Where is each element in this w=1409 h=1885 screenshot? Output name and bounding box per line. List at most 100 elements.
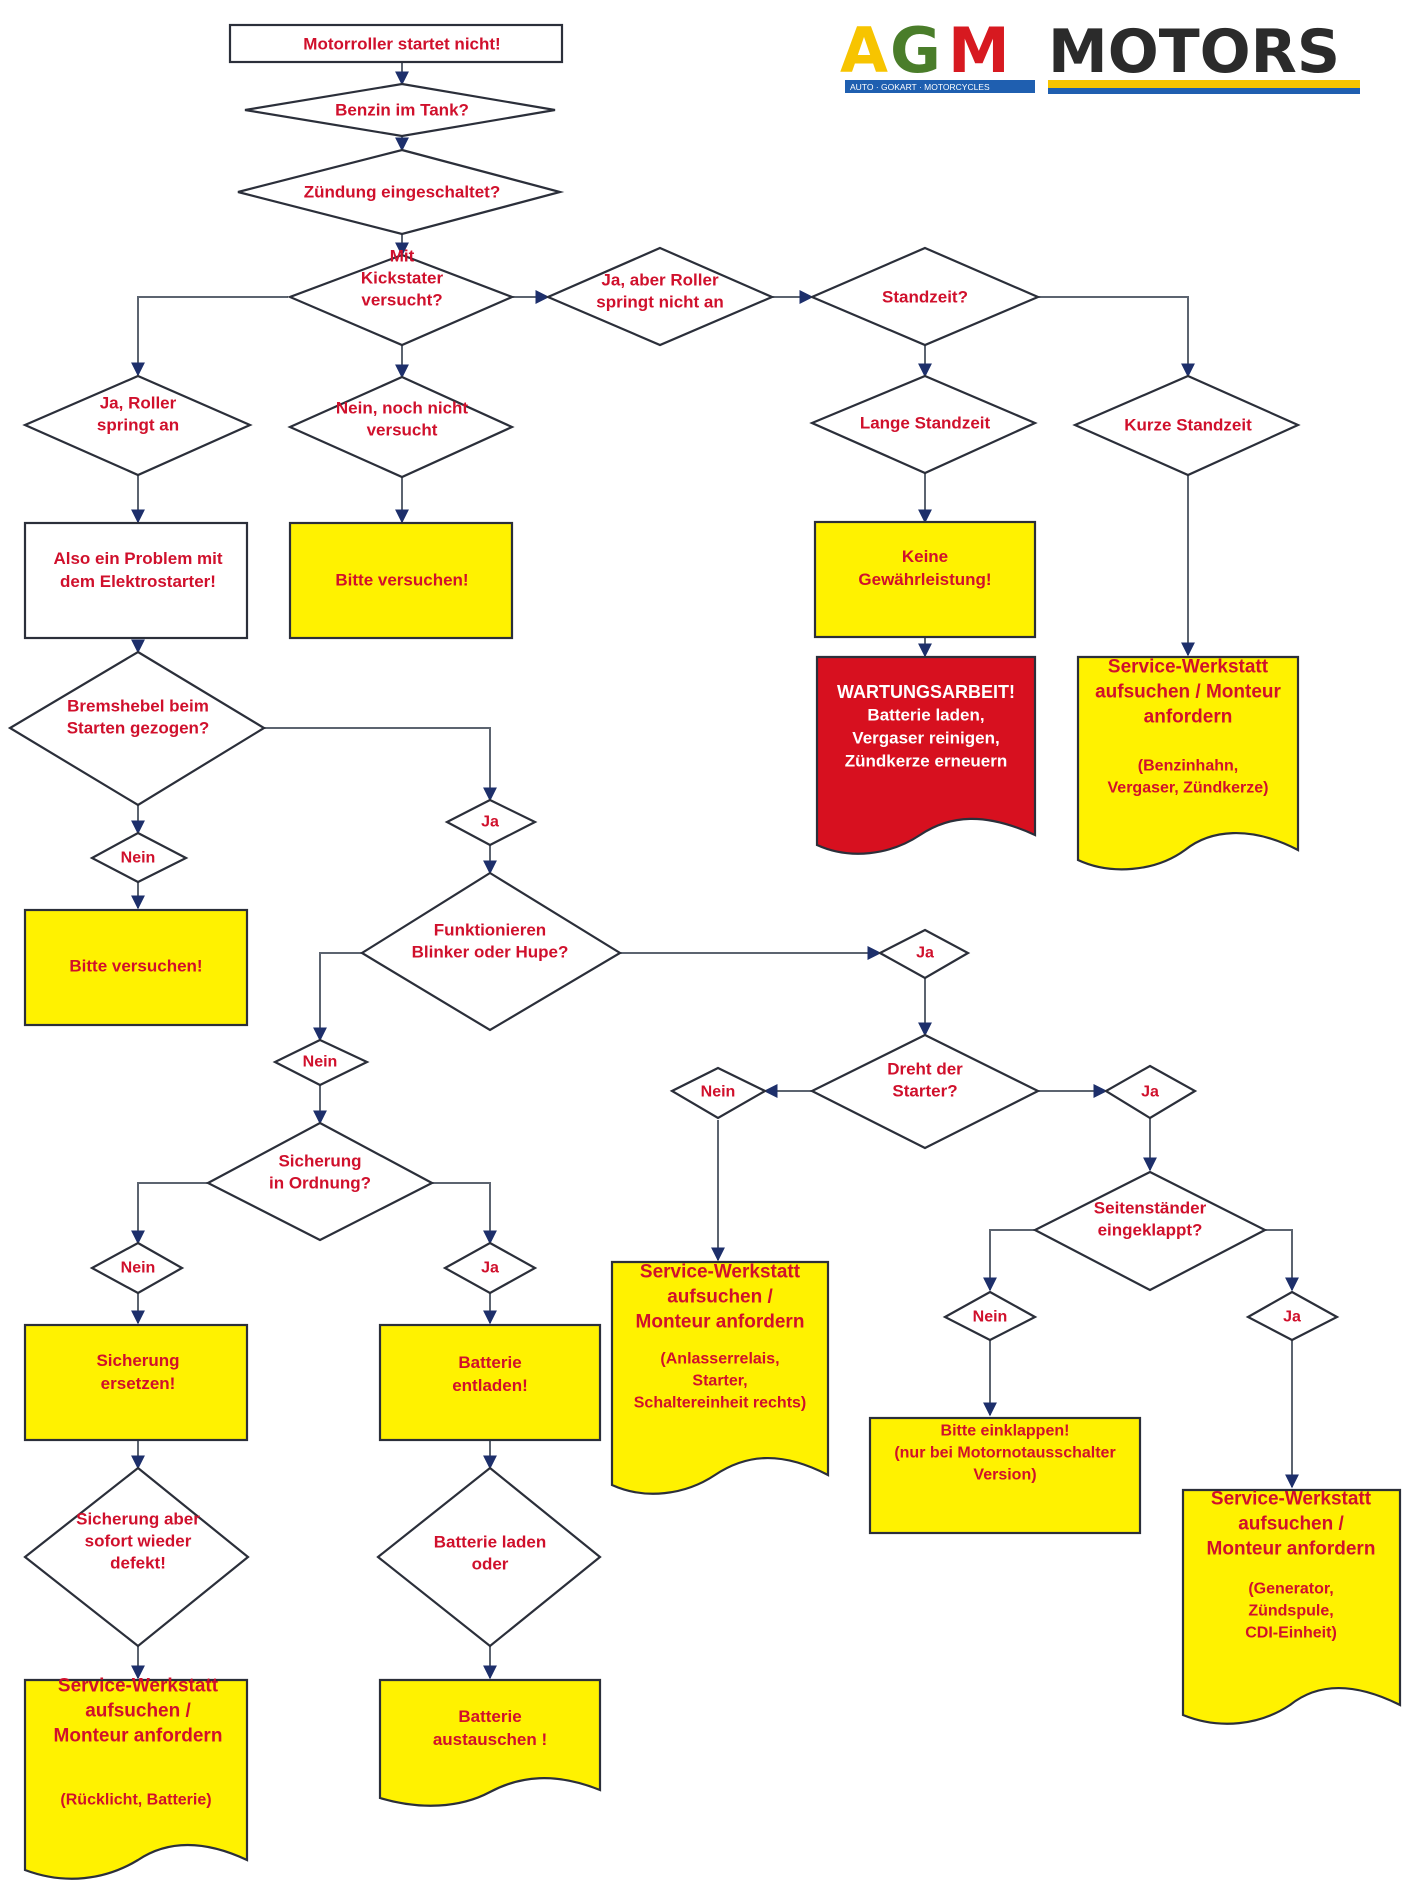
node-labels: Motorroller startet nicht! Benzin im Tank… bbox=[53, 35, 1375, 1809]
label-batt-laden-line-1: Batterie laden bbox=[434, 1533, 546, 1552]
nein-label-diamond-1 bbox=[89, 831, 189, 884]
kurze-standzeit-diamond bbox=[1072, 374, 1301, 477]
label-blinker-line-2: Blinker oder Hupe? bbox=[412, 943, 569, 962]
label-service-kurz-sub-line-2: Vergaser, Zündkerze) bbox=[1108, 780, 1269, 797]
label-service-gen-sub-line-2: Zündspule, bbox=[1248, 1603, 1333, 1620]
bremshebel-diamond bbox=[7, 650, 267, 807]
label-service-rueck-line-2: aufsuchen / bbox=[85, 1701, 191, 1722]
blinker-diamond bbox=[359, 871, 623, 1032]
batterie-austauschen-document bbox=[378, 1678, 602, 1807]
ja-label-diamond-1 bbox=[444, 798, 538, 847]
label-ja-roller-line-2: springt an bbox=[97, 416, 179, 435]
ja-label-diamond-4 bbox=[442, 1241, 538, 1295]
label-wartung-title: WARTUNGSARBEIT! bbox=[837, 682, 1015, 702]
label-ja-roller-line-1: Ja, Roller bbox=[100, 394, 177, 413]
sicherung-defekt-diamond bbox=[23, 1466, 250, 1648]
label-service-gen-line-1: Service-Werkstatt bbox=[1211, 1489, 1372, 1510]
label-problem-line-1: Also ein Problem mit bbox=[53, 549, 222, 568]
label-einklappen-line-2: (nur bei Motornotausschalter bbox=[894, 1445, 1115, 1462]
bitte-versuchen-box-1 bbox=[288, 521, 514, 640]
label-service-gen-sub-line-3: CDI-Einheit) bbox=[1245, 1625, 1337, 1642]
label-sich-defekt-line-2: sofort wieder bbox=[85, 1532, 192, 1551]
label-ja-aber-line-1: Ja, aber Roller bbox=[601, 271, 719, 290]
label-start: Motorroller startet nicht! bbox=[303, 35, 500, 54]
standzeit-diamond bbox=[809, 246, 1041, 347]
logo-tagline-bar bbox=[845, 80, 1035, 93]
logo-letter-m: M bbox=[948, 14, 1010, 87]
problem-box bbox=[23, 521, 249, 640]
label-service-anl-sub-line-3: Schaltereinheit rechts) bbox=[634, 1395, 807, 1412]
wartungsarbeit-document bbox=[815, 655, 1037, 855]
ja-label-diamond-3 bbox=[1103, 1064, 1198, 1120]
label-blinker-line-1: Funktionieren bbox=[434, 921, 546, 940]
ja-aber-diamond bbox=[545, 246, 775, 347]
label-batt-tausch-line-1: Batterie bbox=[458, 1707, 521, 1726]
label-service-anl-sub-line-2: Starter, bbox=[692, 1373, 747, 1390]
label-brems-line-2: Starten gezogen? bbox=[67, 719, 210, 738]
logo-letter-g: G bbox=[890, 14, 941, 87]
bitte-versuchen-box-2 bbox=[23, 908, 249, 1027]
ja-label-diamond-5 bbox=[1245, 1290, 1340, 1342]
label-service-anl-line-1: Service-Werkstatt bbox=[640, 1262, 801, 1283]
label-ja5: Ja bbox=[1283, 1309, 1301, 1326]
logo-underline-yellow bbox=[1048, 80, 1360, 88]
label-batt-tausch-line-2: austauschen ! bbox=[433, 1730, 547, 1749]
label-nein-noch-line-1: Nein, noch nicht bbox=[336, 399, 469, 418]
start-box bbox=[228, 23, 564, 64]
zuendung-diamond bbox=[237, 148, 565, 236]
nein-label-diamond-4 bbox=[89, 1241, 185, 1295]
label-sich-ersetzen-line-1: Sicherung bbox=[96, 1351, 179, 1370]
label-service-kurz-line-2: aufsuchen / Monteur bbox=[1095, 682, 1281, 703]
label-starter-line-1: Dreht der bbox=[887, 1060, 963, 1079]
service-ruecklicht-document bbox=[23, 1678, 249, 1880]
label-einklappen-line-3: Version) bbox=[973, 1467, 1036, 1484]
ja-roller-diamond bbox=[22, 374, 253, 477]
service-kurz-document bbox=[1076, 655, 1300, 871]
label-service-anl-sub-line-1: (Anlasserrelais, bbox=[660, 1351, 779, 1368]
label-service-rueck-sub: (Rücklicht, Batterie) bbox=[60, 1792, 211, 1809]
label-batt-laden-line-2: oder bbox=[472, 1555, 509, 1574]
label-service-kurz-line-1: Service-Werkstatt bbox=[1108, 657, 1269, 678]
kickstarter-diamond bbox=[287, 253, 515, 347]
label-einklappen-line-1: Bitte einklappen! bbox=[941, 1423, 1070, 1440]
label-lange: Lange Standzeit bbox=[860, 414, 991, 433]
label-service-rueck-line-3: Monteur anfordern bbox=[54, 1726, 223, 1747]
label-sicherung-line-2: in Ordnung? bbox=[269, 1174, 371, 1193]
batterie-laden-diamond bbox=[376, 1466, 602, 1648]
label-kick-line-3: versucht? bbox=[361, 291, 442, 310]
starter-diamond bbox=[809, 1033, 1041, 1150]
label-wartung-body-line-2: Vergaser reinigen, bbox=[852, 729, 999, 748]
ja-label-diamond-2 bbox=[877, 928, 971, 980]
label-nein5: Nein bbox=[973, 1309, 1008, 1326]
label-problem-line-2: dem Elektrostarter! bbox=[60, 572, 216, 591]
label-service-rueck-line-1: Service-Werkstatt bbox=[58, 1676, 219, 1697]
label-seiten-line-2: eingeklappt? bbox=[1098, 1221, 1203, 1240]
nein-label-diamond-3 bbox=[669, 1066, 768, 1120]
bitte-einklappen-box bbox=[868, 1416, 1142, 1535]
batterie-entladen-box bbox=[378, 1323, 602, 1442]
label-service-gen-line-3: Monteur anfordern bbox=[1207, 1539, 1376, 1560]
label-service-anl-line-2: aufsuchen / bbox=[667, 1287, 773, 1308]
label-bitte1: Bitte versuchen! bbox=[335, 571, 468, 590]
label-sich-defekt-line-1: Sicherung aber bbox=[76, 1510, 200, 1529]
label-zuendung: Zündung eingeschaltet? bbox=[304, 183, 500, 202]
logo-wordmark: MOTORS bbox=[1048, 17, 1340, 87]
nein-label-diamond-2 bbox=[272, 1038, 370, 1087]
label-batt-entladen-line-2: entladen! bbox=[452, 1376, 528, 1395]
seitenstaender-diamond bbox=[1032, 1170, 1268, 1292]
label-nein3: Nein bbox=[701, 1084, 736, 1101]
label-nein-noch-line-2: versucht bbox=[367, 421, 438, 440]
nein-noch-diamond bbox=[287, 375, 515, 479]
label-service-gen-line-2: aufsuchen / bbox=[1238, 1514, 1344, 1535]
label-keine-line-2: Gewährleistung! bbox=[858, 570, 991, 589]
label-ja2: Ja bbox=[916, 945, 934, 962]
label-benzin: Benzin im Tank? bbox=[335, 101, 469, 120]
label-kurze: Kurze Standzeit bbox=[1124, 416, 1252, 435]
agm-motors-logo: A G M AUTO · GOKART · MOTORCYCLES MOTORS bbox=[840, 14, 1360, 94]
label-service-anl-line-3: Monteur anfordern bbox=[636, 1312, 805, 1333]
benzin-diamond bbox=[244, 82, 556, 138]
label-kick-line-2: Kickstater bbox=[361, 269, 444, 288]
label-service-kurz-line-3: anfordern bbox=[1144, 707, 1233, 728]
label-bitte2: Bitte versuchen! bbox=[69, 957, 202, 976]
keine-gewaehrleistung-box bbox=[813, 520, 1037, 639]
